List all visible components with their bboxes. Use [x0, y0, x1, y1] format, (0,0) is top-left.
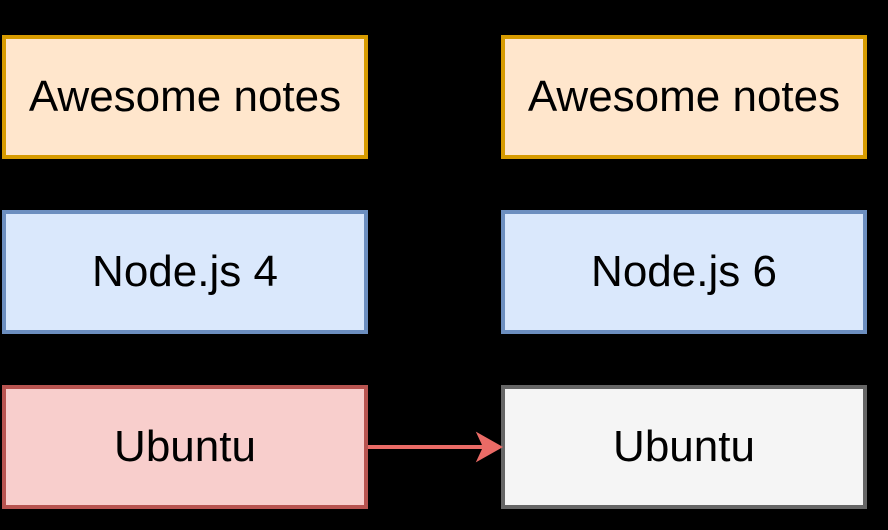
- left-os-box: Ubuntu: [2, 385, 368, 509]
- left-app-box: Awesome notes: [2, 35, 368, 159]
- left-os-label: Ubuntu: [114, 422, 256, 471]
- left-runtime-label: Node.js 4: [92, 247, 278, 296]
- left-runtime-box: Node.js 4: [2, 210, 368, 334]
- right-runtime-box: Node.js 6: [501, 210, 867, 334]
- right-app-box: Awesome notes: [501, 35, 867, 159]
- left-app-label: Awesome notes: [28, 72, 342, 121]
- right-os-box: Ubuntu: [501, 385, 867, 509]
- right-runtime-label: Node.js 6: [591, 247, 777, 296]
- right-os-label: Ubuntu: [613, 422, 755, 471]
- arrow-head-icon: [475, 431, 504, 463]
- right-app-label: Awesome notes: [527, 72, 841, 121]
